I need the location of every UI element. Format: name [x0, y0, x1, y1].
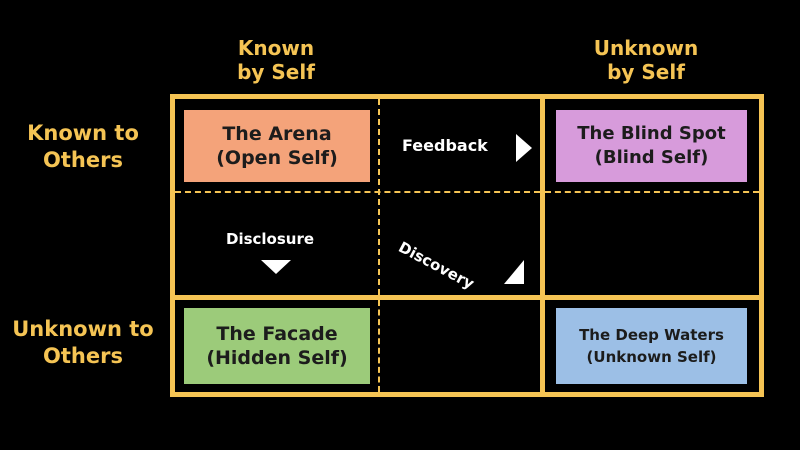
quadrant-subtitle: (Open Self) [216, 147, 338, 169]
disclosure-label: Disclosure [226, 230, 315, 248]
feedback-arrow-icon [516, 134, 532, 162]
quadrant-deep-waters: The Deep Waters (Unknown Self) [556, 308, 747, 384]
dashed-divider-vertical-lower [378, 300, 380, 392]
divider-vertical [540, 94, 545, 397]
quadrant-facade: The Facade (Hidden Self) [184, 308, 370, 384]
frame-right [759, 94, 764, 397]
column-header-unknown-by-self: Unknown by Self [556, 36, 736, 84]
frame-bottom [170, 392, 764, 397]
dashed-divider-vertical [378, 99, 380, 295]
column-header-line-2: by Self [237, 60, 315, 84]
quadrant-blind-spot: The Blind Spot (Blind Self) [556, 110, 747, 182]
dashed-divider-horizontal-right [545, 191, 759, 193]
row-header-line-2: Others [43, 344, 123, 368]
quadrant-subtitle: (Blind Self) [594, 147, 709, 168]
row-header-unknown-to-others: Unknown to Others [4, 316, 162, 370]
dashed-divider-horizontal [175, 191, 540, 193]
row-header-line-2: Others [43, 148, 123, 172]
quadrant-title: The Deep Waters [579, 326, 724, 344]
quadrant-title: The Arena [222, 123, 332, 145]
quadrant-arena: The Arena (Open Self) [184, 110, 370, 182]
disclosure-arrow-icon [261, 260, 291, 274]
column-header-line-1: Unknown [593, 36, 699, 60]
quadrant-title: The Blind Spot [577, 123, 726, 144]
column-header-line-1: Known [237, 36, 315, 60]
feedback-label: Feedback [402, 136, 488, 155]
column-header-known-by-self: Known by Self [186, 36, 366, 84]
frame-top [170, 94, 764, 99]
quadrant-subtitle: (Unknown Self) [586, 348, 717, 366]
discovery-arrow-icon [504, 260, 524, 284]
row-header-known-to-others: Known to Others [4, 120, 162, 174]
column-header-line-2: by Self [607, 60, 685, 84]
divider-horizontal [170, 295, 764, 300]
quadrant-title: The Facade [216, 323, 338, 345]
frame-left [170, 94, 175, 397]
row-header-line-1: Unknown to [12, 317, 154, 341]
quadrant-subtitle: (Hidden Self) [206, 347, 348, 369]
row-header-line-1: Known to [27, 121, 139, 145]
discovery-label: Discovery [395, 238, 478, 293]
